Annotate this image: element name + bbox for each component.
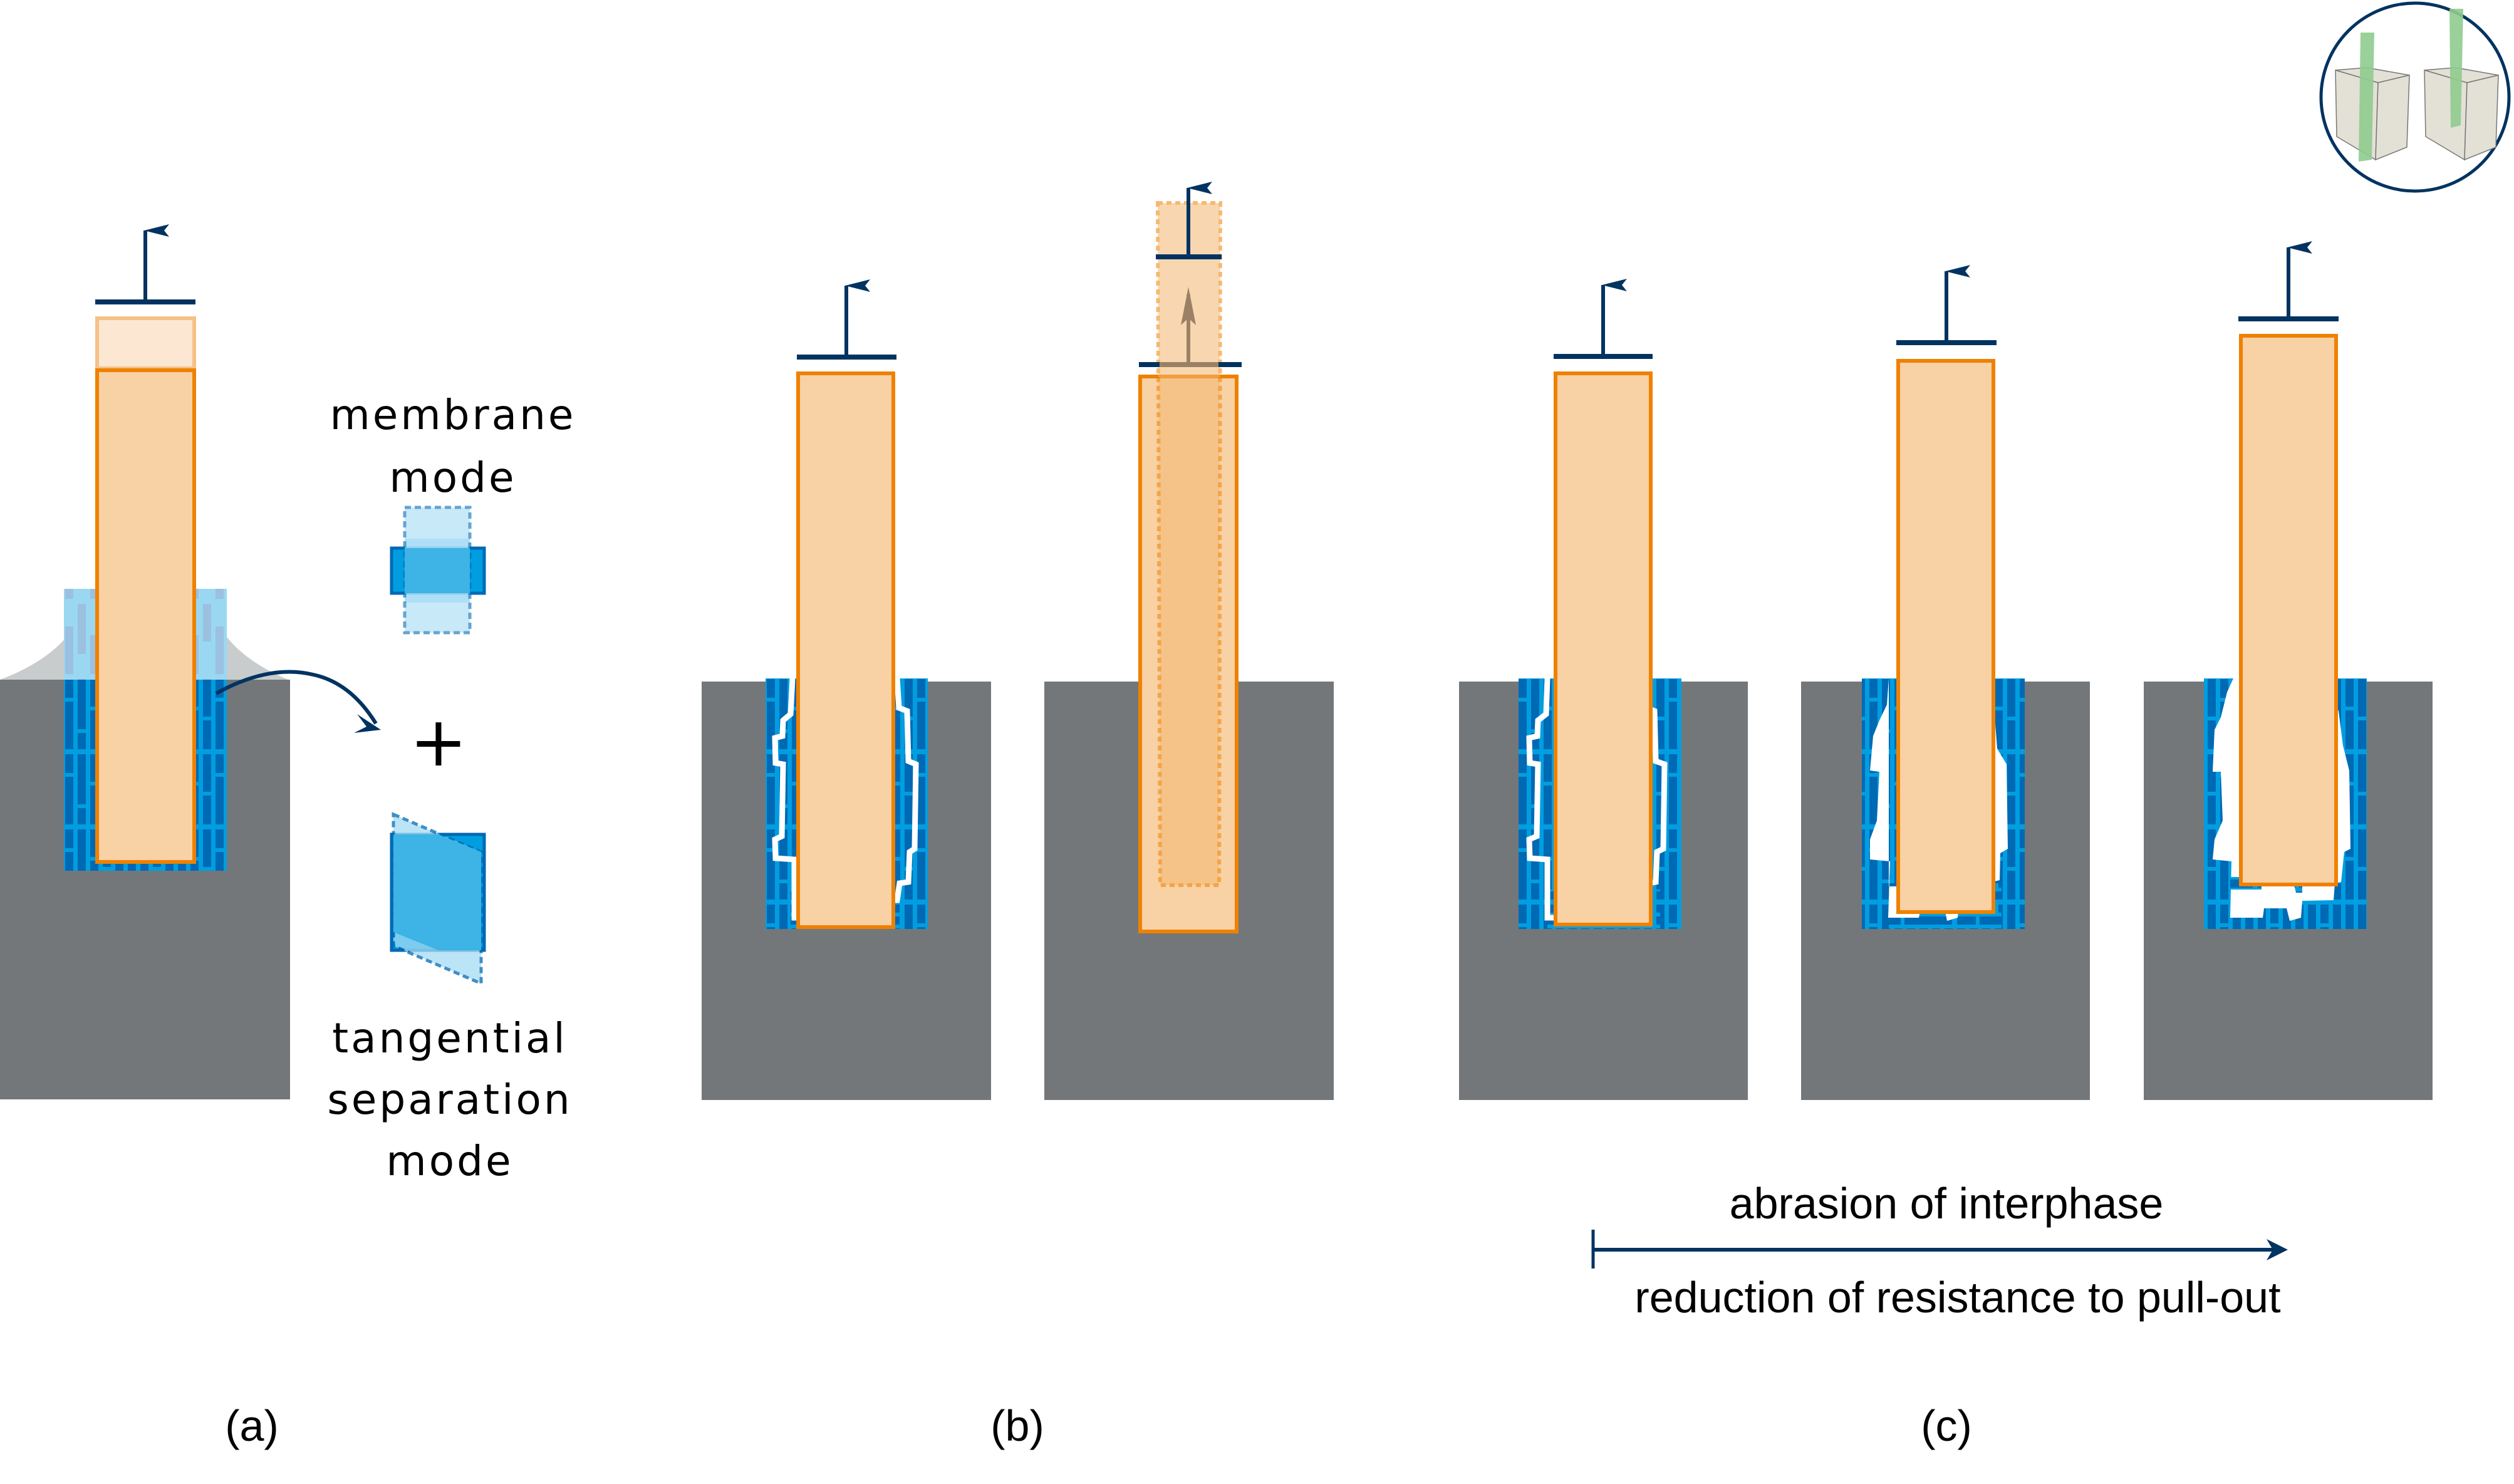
membrane-mode-label-1: membrane bbox=[330, 391, 576, 439]
tangential-mode-icon bbox=[390, 812, 486, 986]
panel-c: abrasion of interphase reduction of resi… bbox=[1459, 241, 2433, 1450]
panel-label-c: (c) bbox=[1921, 1401, 1972, 1450]
callout-arrowhead bbox=[354, 714, 381, 733]
tangential-mode-label-1: tangential bbox=[332, 1014, 567, 1062]
panel-b: (b) bbox=[702, 182, 1334, 1450]
progress-arrowhead bbox=[2267, 1239, 2288, 1260]
tangential-mode-label-2: separation bbox=[327, 1076, 572, 1124]
membrane-mode-icon bbox=[390, 506, 486, 635]
ghost-arrowhead bbox=[1181, 287, 1196, 325]
fiber bbox=[2239, 334, 2338, 886]
fiber bbox=[796, 371, 895, 929]
specimen-c2 bbox=[1801, 265, 2090, 1100]
specimen-c3 bbox=[2144, 241, 2433, 1100]
specimen-c1 bbox=[1459, 279, 1748, 1100]
fiber bbox=[95, 368, 196, 864]
specimen-b1 bbox=[702, 279, 991, 1100]
membrane-mode-label-2: mode bbox=[389, 454, 516, 502]
specimen-b2 bbox=[1044, 182, 1334, 1100]
fiber bbox=[1554, 371, 1653, 926]
progress-label-top: abrasion of interphase bbox=[1730, 1179, 2164, 1228]
plus-sign: + bbox=[410, 702, 467, 782]
callout-arrow bbox=[215, 670, 378, 725]
fiber-pulled-ghost bbox=[1155, 201, 1223, 887]
progress-label-bottom: reduction of resistance to pull-out bbox=[1634, 1273, 2280, 1322]
fiber bbox=[1896, 359, 1995, 914]
fiber-ghost-position bbox=[95, 316, 196, 370]
tangential-mode-label-3: mode bbox=[386, 1137, 513, 1185]
panel-label-b: (b) bbox=[990, 1401, 1044, 1450]
panel-a: membrane mode + tangential separation mo… bbox=[0, 224, 576, 1450]
plate-overlap bbox=[1160, 362, 1218, 367]
panel-label-a: (a) bbox=[225, 1401, 279, 1450]
pull-out-specimen-icon bbox=[2319, 1, 2511, 193]
